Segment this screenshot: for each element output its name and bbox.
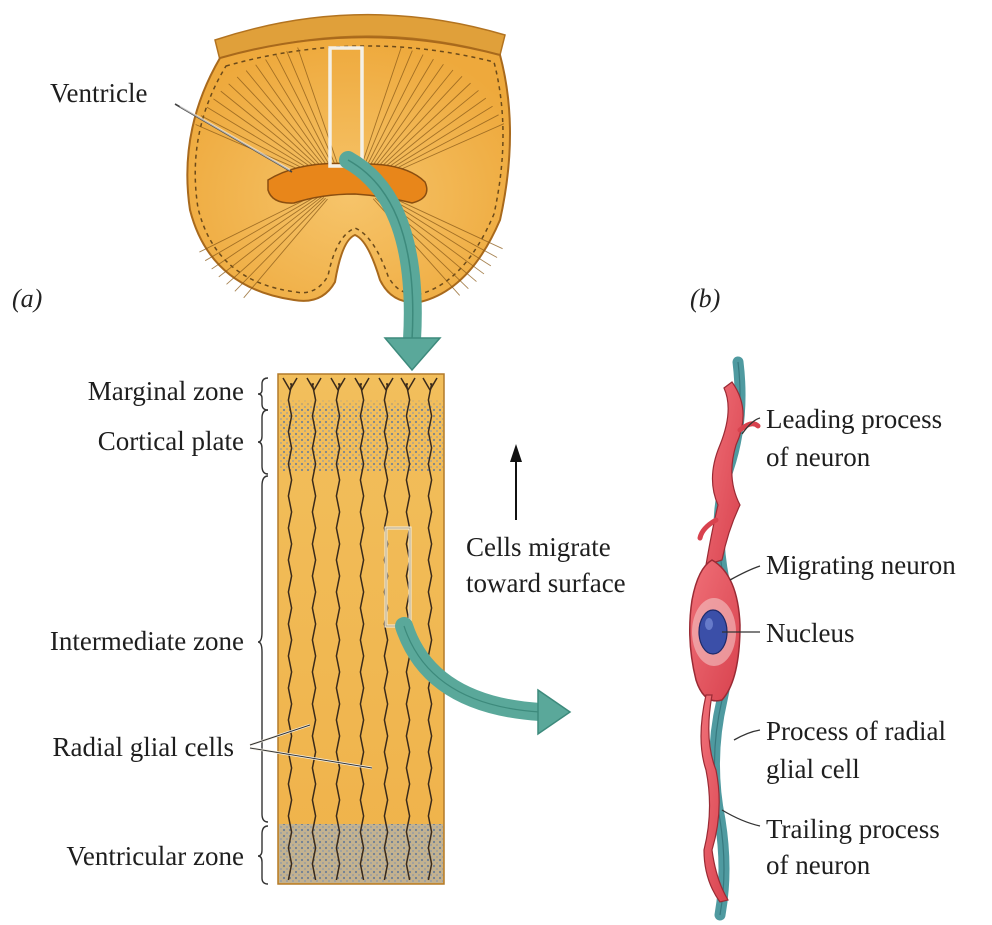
brace-cortical: [258, 410, 268, 474]
brace-marginal: [258, 378, 268, 410]
label-radial-glial-cells: Radial glial cells: [53, 734, 234, 761]
cortical-column: [278, 374, 444, 884]
panel-label-a: (a): [12, 284, 42, 314]
label-cells-migrate-1: Cells migrate: [466, 534, 611, 561]
migrating-neuron-illustration: [690, 362, 758, 915]
brace-ventricular: [258, 826, 268, 884]
label-cells-migrate-2: toward surface: [466, 570, 626, 597]
label-radial-process-1: Process of radial: [766, 718, 946, 745]
label-migrating-neuron: Migrating neuron: [766, 552, 956, 579]
label-ventricle: Ventricle: [50, 80, 147, 107]
label-trailing-process-2: of neuron: [766, 852, 870, 879]
label-nucleus: Nucleus: [766, 620, 854, 647]
brace-intermediate: [258, 476, 268, 822]
label-ventricular-zone: Ventricular zone: [66, 843, 244, 870]
leading-process: [706, 382, 743, 565]
zone-braces: [258, 378, 268, 884]
label-leading-process-1: Leading process: [766, 406, 942, 433]
label-marginal-zone: Marginal zone: [88, 378, 244, 405]
label-leading-process-2: of neuron: [766, 444, 870, 471]
label-trailing-process-1: Trailing process: [766, 816, 940, 843]
panel-label-b: (b): [690, 284, 720, 314]
label-radial-process-2: glial cell: [766, 756, 860, 783]
label-intermediate-zone: Intermediate zone: [50, 628, 244, 655]
migration-direction-arrow: [510, 444, 522, 520]
label-cortical-plate: Cortical plate: [98, 428, 244, 455]
